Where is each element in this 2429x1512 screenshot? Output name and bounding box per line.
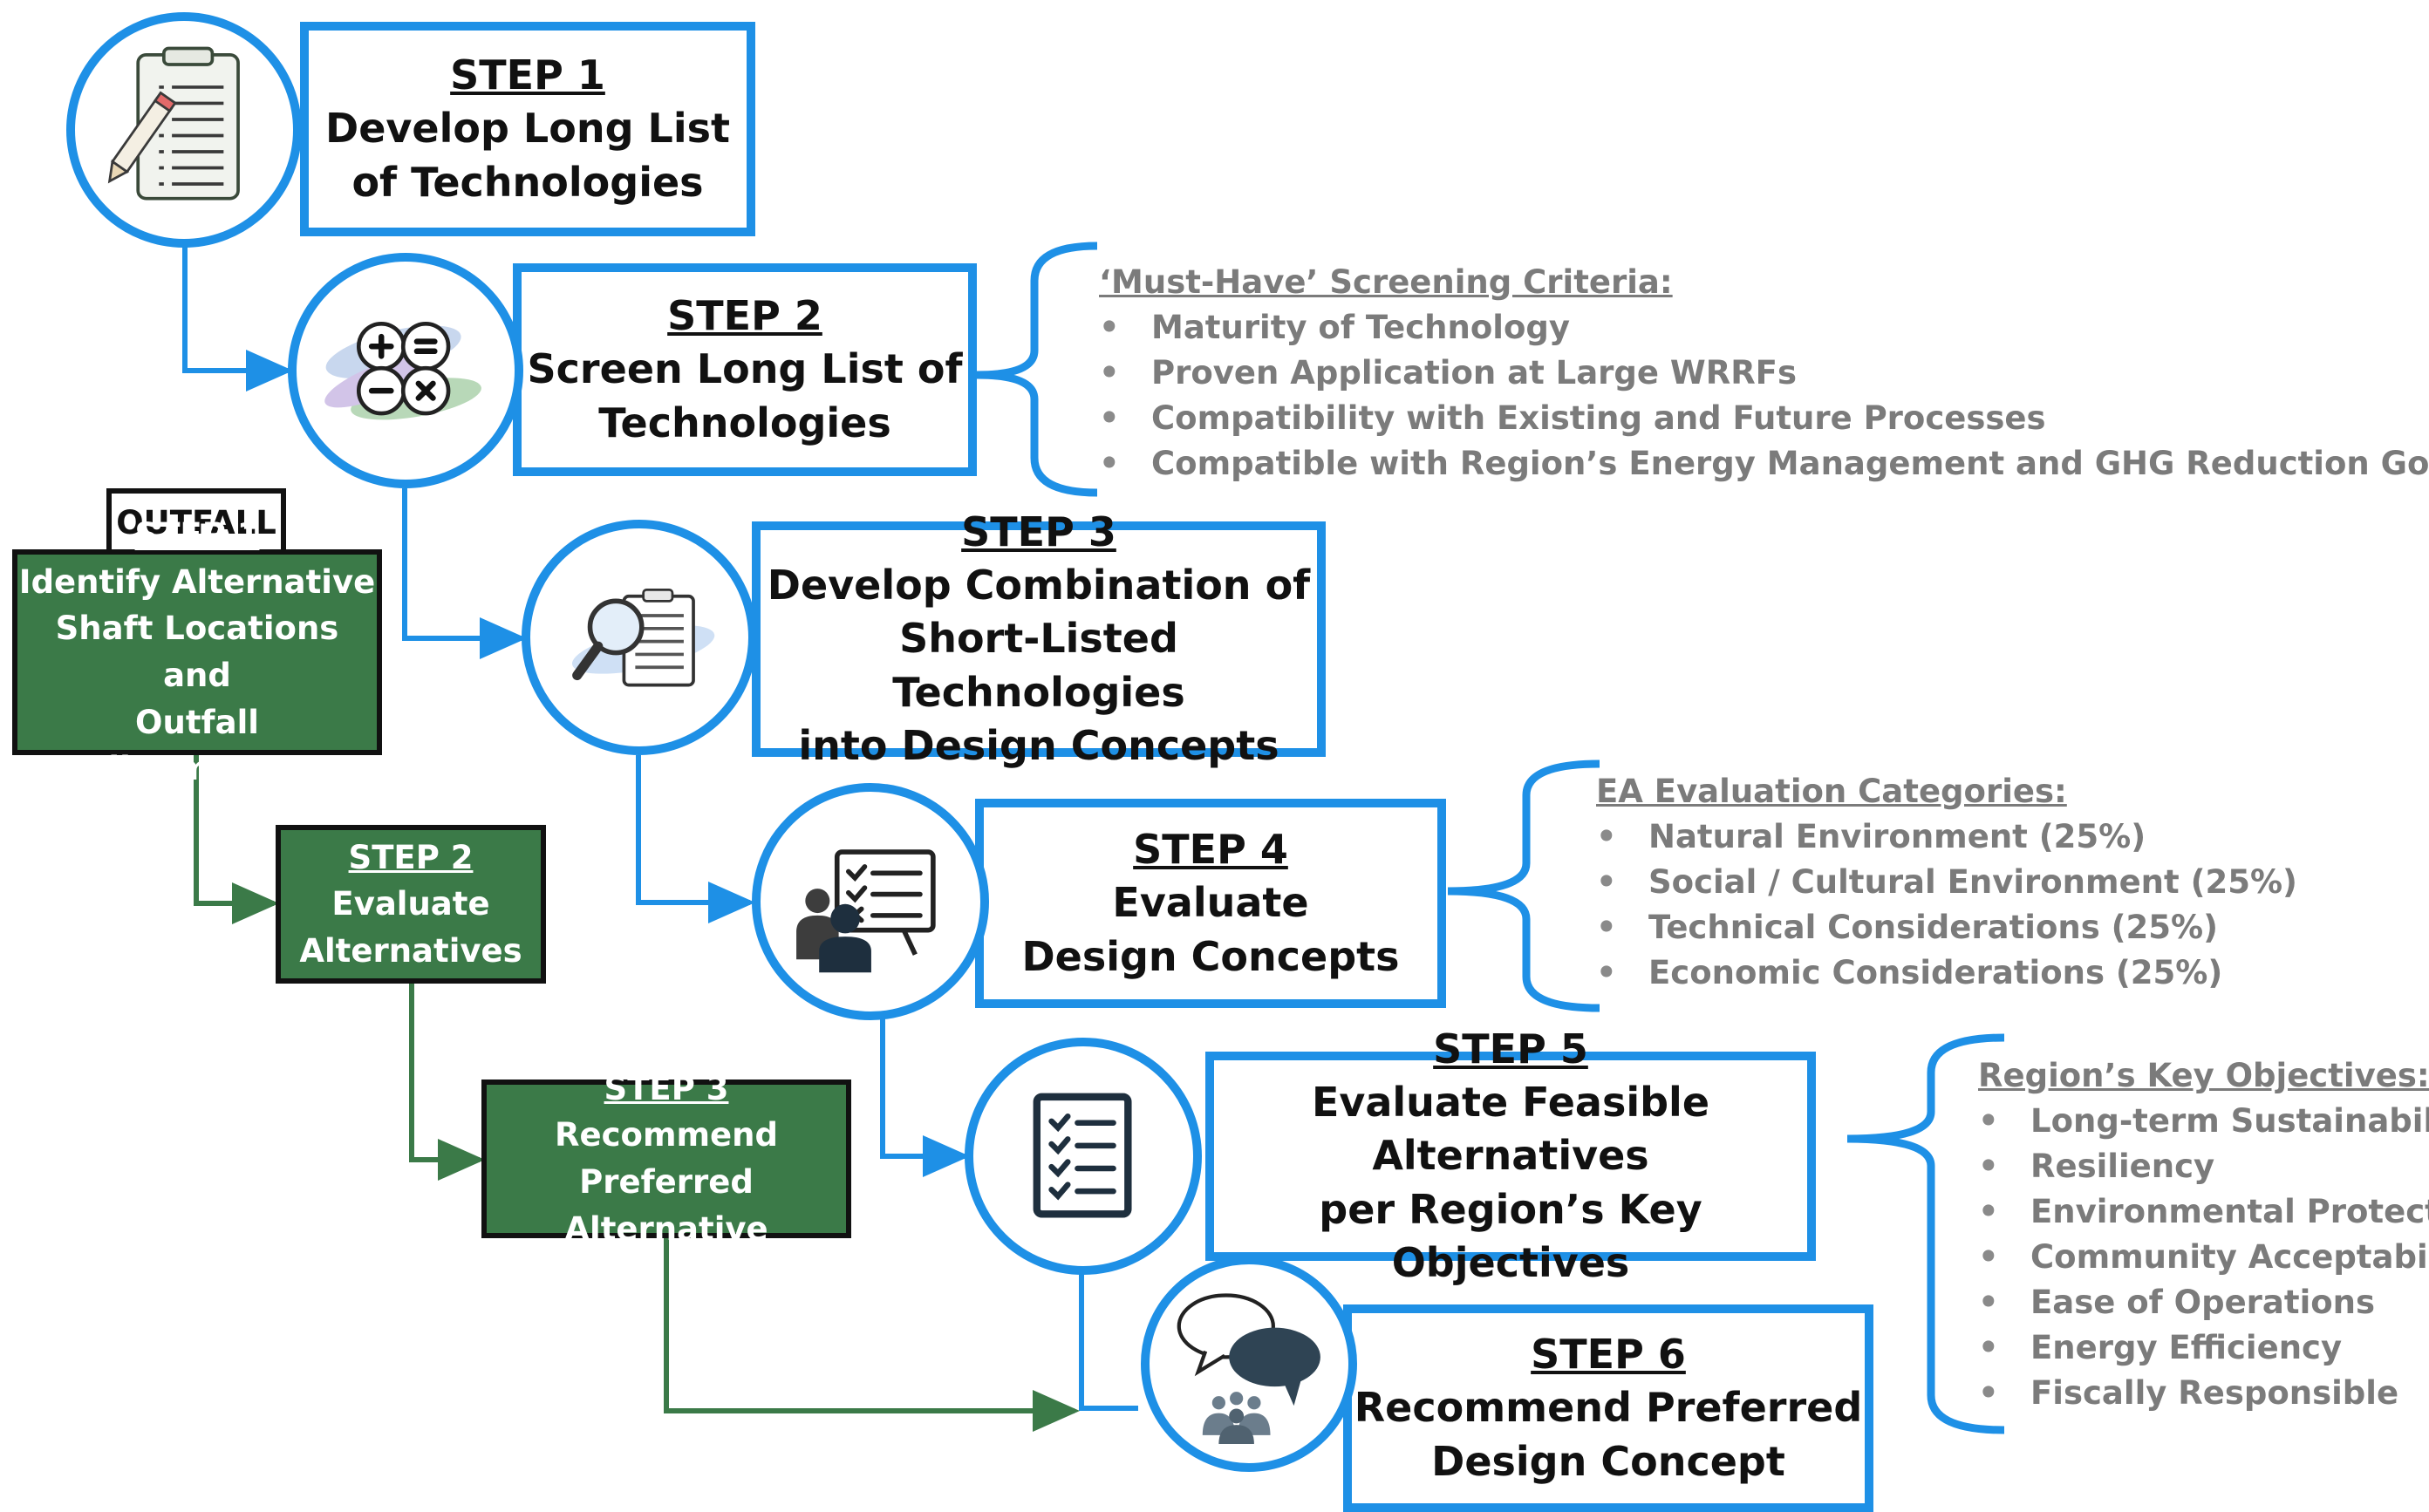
step-5-line-2: per Region’s Key Objectives <box>1319 1185 1702 1286</box>
connector-outfall2-outfall3 <box>409 982 485 1181</box>
outfall-step-2-line-2: Alternatives <box>299 931 522 970</box>
list-item: Technical Considerations (25%) <box>1596 905 2297 950</box>
step-2-line-1: Screen Long List of <box>527 345 963 393</box>
list-item: Community Acceptability <box>1978 1235 2429 1280</box>
step-5-box: STEP 5 Evaluate Feasible Alternatives pe… <box>1205 1025 1816 1286</box>
screening-criteria-list: ‘Must-Have’ Screening Criteria: Maturity… <box>1099 260 2429 487</box>
step-1-line-1: Develop Long List <box>325 105 730 153</box>
step-3-title: STEP 3 <box>961 508 1116 556</box>
presentation-board-icon <box>796 849 936 973</box>
evaluation-categories-heading: EA Evaluation Categories: <box>1596 773 2067 810</box>
evaluation-categories-list: EA Evaluation Categories: Natural Enviro… <box>1596 769 2297 996</box>
list-item: Social / Cultural Environment (25%) <box>1596 860 2297 905</box>
step-1-line-2: of Technologies <box>351 158 704 206</box>
step-1-circle <box>66 12 302 248</box>
step-1-box: STEP 1 Develop Long List of Technologies <box>300 22 755 236</box>
outfall-step-3-title: STEP 3 <box>604 1069 729 1107</box>
list-item: Long-term Sustainability <box>1978 1099 2429 1144</box>
list-item: Compatibility with Existing and Future P… <box>1099 396 2429 441</box>
outfall-step-3-line-1: Recommend <box>555 1116 778 1154</box>
step-6-box: STEP 6 Recommend Preferred Design Concep… <box>1343 1304 1873 1512</box>
outfall-step-1-line-2: Shaft Locations and <box>55 610 339 694</box>
outfall-step-2-line-1: Evaluate <box>331 885 490 923</box>
outfall-step-2-box: STEP 2 Evaluate Alternatives <box>276 825 546 984</box>
outfall-step-1-line-3: Outfall Alignmentsx <box>83 703 311 788</box>
step-4-circle <box>752 783 989 1020</box>
brace-screening-criteria <box>976 242 1098 497</box>
screening-criteria-heading: ‘Must-Have’ Screening Criteria: <box>1099 263 1673 301</box>
connector-step1-step2 <box>182 244 293 392</box>
step-4-title: STEP 4 <box>1133 826 1288 874</box>
key-objectives-heading: Region’s Key Objectives: <box>1978 1057 2429 1094</box>
step-5-title: STEP 5 <box>1433 1025 1588 1073</box>
connector-step2-step3 <box>402 488 527 659</box>
step-5-circle <box>965 1038 1202 1275</box>
step-3-line-1: Develop Combination of <box>767 562 1311 610</box>
list-item: Resiliency <box>1978 1144 2429 1189</box>
connector-step4-step5 <box>880 1018 970 1177</box>
list-item: Energy Efficiency <box>1978 1325 2429 1371</box>
list-item: Fiscally Responsible <box>1978 1371 2429 1416</box>
step-6-line-2: Design Concept <box>1431 1437 1785 1485</box>
step-6-line-1: Recommend Preferred <box>1354 1384 1863 1432</box>
outfall-label: OUTFALL <box>106 488 286 556</box>
step-2-box: STEP 2 Screen Long List of Technologies <box>513 263 977 476</box>
outfall-step-1-title: STEP 1 <box>134 516 260 555</box>
step-1-title: STEP 1 <box>450 51 605 99</box>
outfall-step-1-box: STEP 1 Identify Alternative Shaft Locati… <box>12 516 382 787</box>
step-3-circle <box>522 520 757 755</box>
magnifier-document-icon <box>571 588 715 687</box>
step-4-line-1: Evaluate <box>1112 879 1309 927</box>
step-4-box: STEP 4 Evaluate Design Concepts <box>975 799 1446 1008</box>
step-5-line-1: Evaluate Feasible Alternatives <box>1311 1079 1710 1180</box>
list-item: Natural Environment (25%) <box>1596 814 2297 860</box>
step-2-title: STEP 2 <box>667 292 822 340</box>
speech-bubbles-icon <box>1177 1293 1320 1445</box>
connector-step3-step4 <box>636 755 755 923</box>
outfall-step-3-box: STEP 3 Recommend Preferred Alternative <box>481 1070 851 1248</box>
list-item: Proven Application at Large WRRFs <box>1099 351 2429 396</box>
brace-key-objectives <box>1846 1033 2005 1434</box>
outfall-step-1-line-1: Identify Alternative <box>18 562 376 601</box>
checklist-icon <box>1033 1093 1132 1218</box>
step-2-line-2: Technologies <box>598 398 891 446</box>
step-3-line-3: into Design Concepts <box>798 721 1279 769</box>
connector-outfall1-outfall2 <box>194 753 279 924</box>
step-3-line-2: Short-Listed Technologies <box>892 615 1185 716</box>
outfall-label-text: OUTFALL <box>116 503 276 541</box>
calculator-symbols-icon <box>324 321 481 420</box>
connector-step5-step6 <box>1079 1229 1138 1411</box>
step-4-line-2: Design Concepts <box>1021 932 1400 980</box>
step-3-box: STEP 3 Develop Combination of Short-List… <box>752 508 1326 769</box>
step-6-circle <box>1141 1256 1357 1472</box>
list-item: Ease of Operations <box>1978 1280 2429 1325</box>
step-6-title: STEP 6 <box>1531 1331 1686 1379</box>
outfall-step-3-line-2: Preferred Alternative <box>564 1163 768 1248</box>
outfall-step-2-title: STEP 2 <box>348 838 474 876</box>
connector-outfall3-step6 <box>664 1236 1080 1432</box>
list-item: Environmental Protection <box>1978 1189 2429 1235</box>
key-objectives-list: Region’s Key Objectives: Long-term Susta… <box>1978 1053 2429 1416</box>
clipboard-pencil-icon <box>107 46 240 201</box>
list-item: Compatible with Region’s Energy Manageme… <box>1099 441 2429 487</box>
step-2-circle <box>288 253 523 488</box>
list-item: Economic Considerations (25%) <box>1596 950 2297 996</box>
list-item: Maturity of Technology <box>1099 305 2429 351</box>
brace-evaluation-categories <box>1447 759 1600 1012</box>
